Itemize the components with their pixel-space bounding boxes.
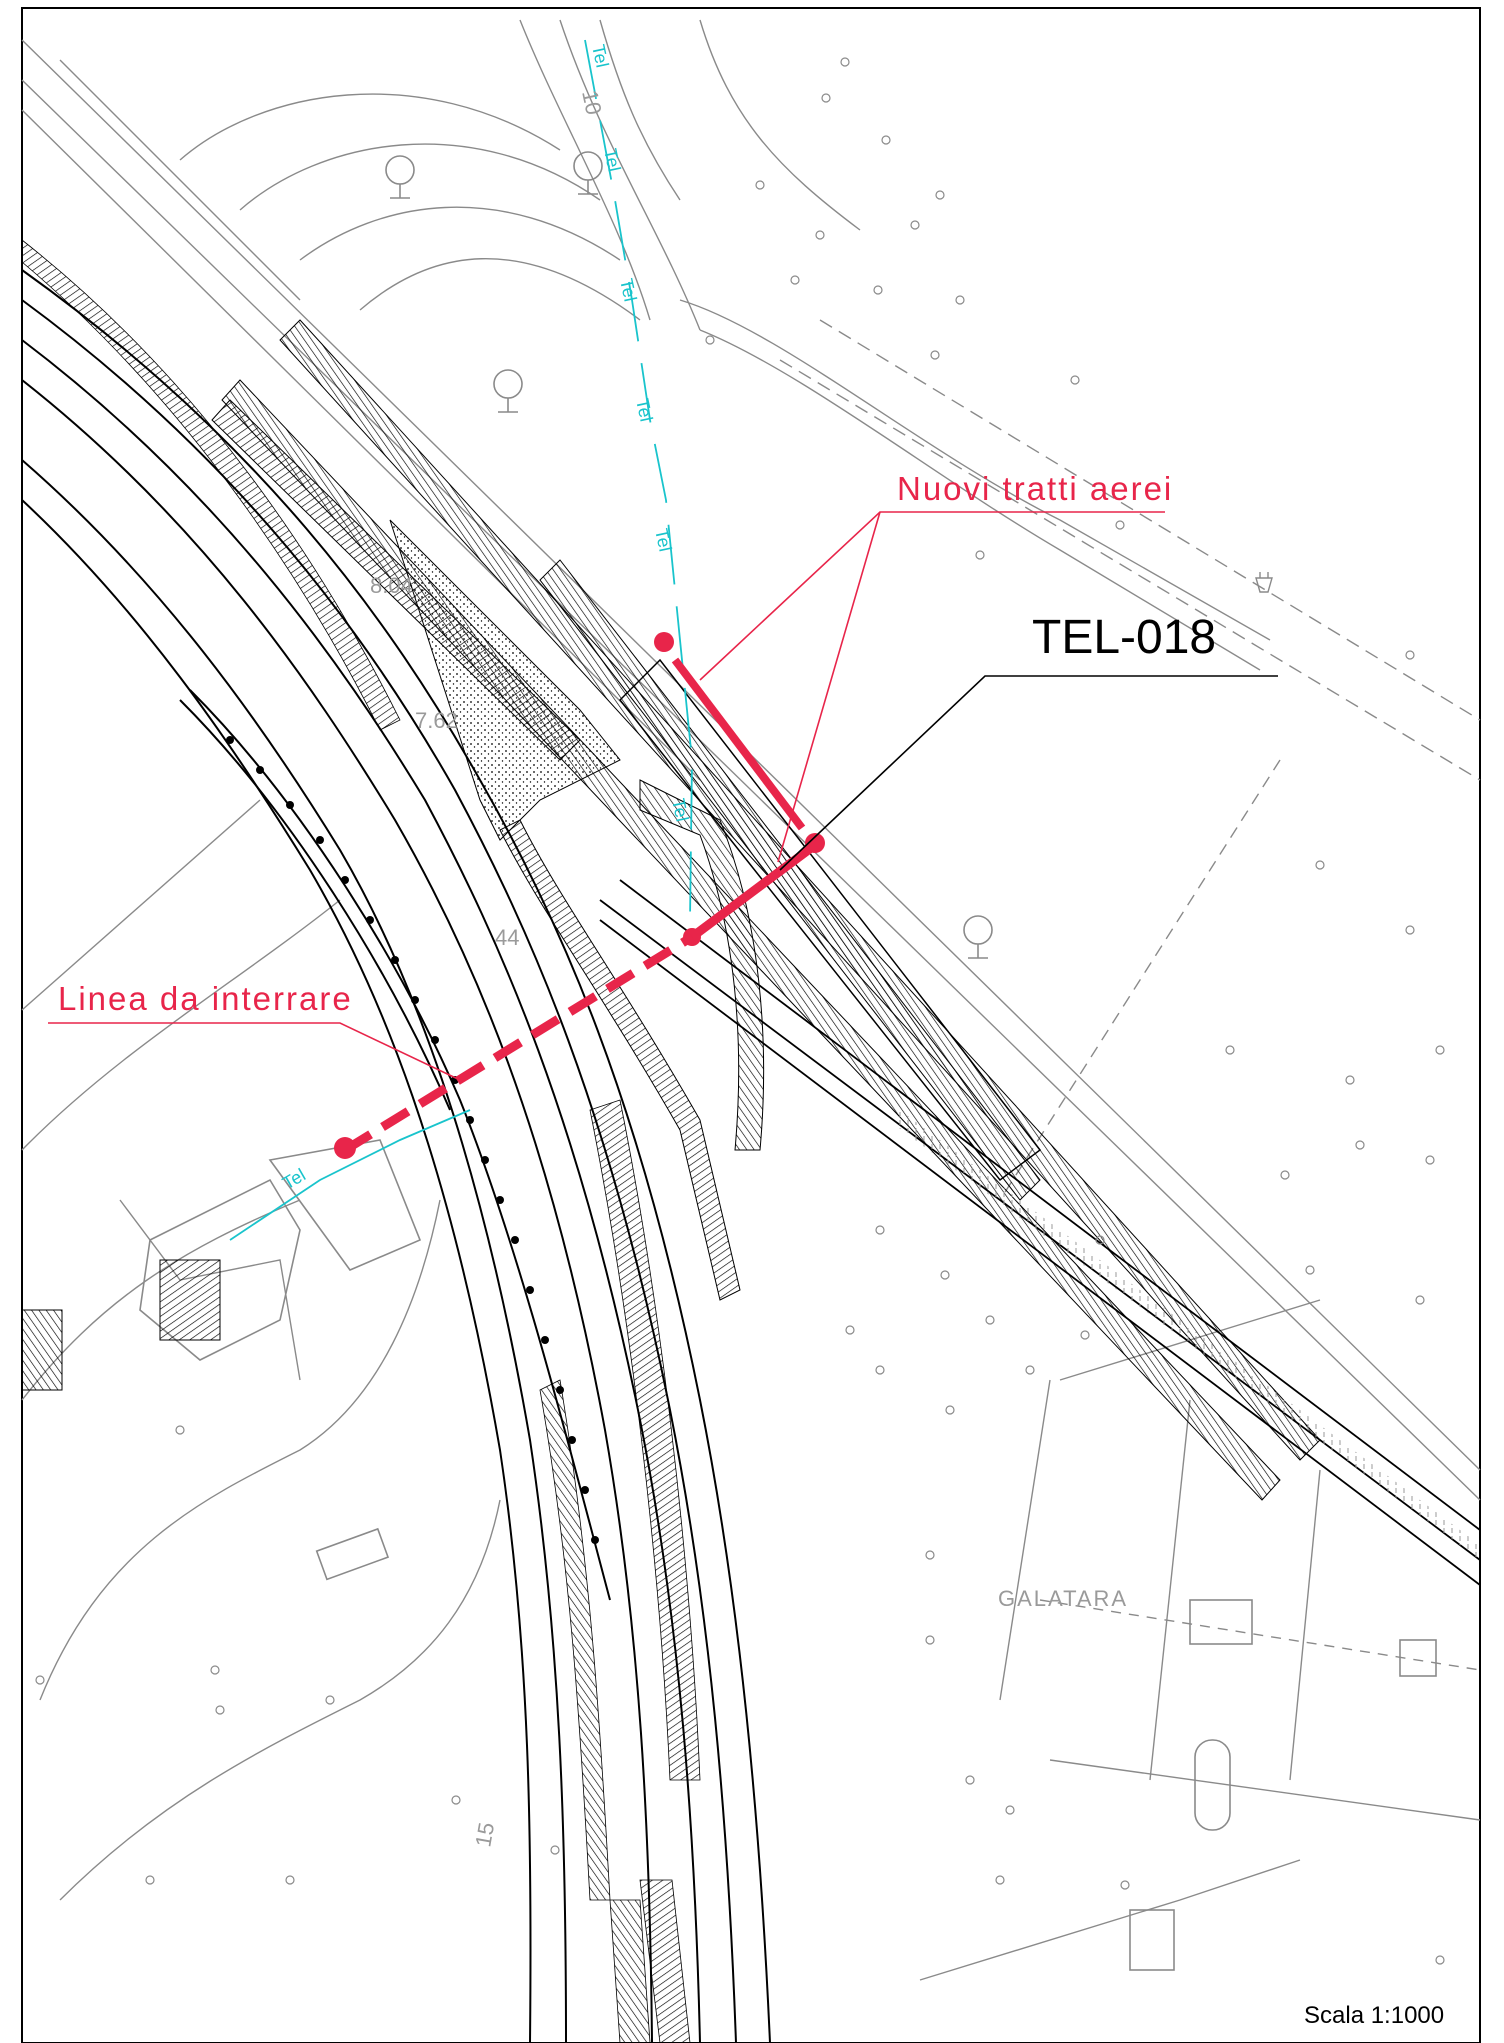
elevation-label-2: 7.62 — [415, 708, 458, 733]
label-tel-code: TEL-018 — [1032, 611, 1216, 664]
tel-label-5: Tel — [651, 527, 675, 554]
label-new-aerial: Nuovi tratti aerei — [897, 470, 1173, 507]
tel-label-2: Tel — [600, 147, 624, 174]
hatched-building-2 — [21, 1309, 63, 1391]
gravel-area — [389, 519, 621, 841]
guardrail-posts — [226, 736, 599, 1544]
tel-label-6: Tel — [668, 797, 692, 824]
tel-label-4: Tel — [632, 397, 656, 424]
underground-line — [334, 933, 695, 1159]
telecom-line — [229, 39, 693, 1241]
buildings — [139, 1139, 1437, 1971]
rail-ties — [895, 1110, 1480, 1560]
slope-hatch-bottom — [639, 1879, 691, 2043]
new-aerial-segments — [654, 632, 825, 946]
elevation-label-1: 8.04 — [370, 573, 413, 598]
map-frame — [21, 7, 1481, 2043]
label-underground: Linea da interrare — [58, 980, 353, 1017]
base-map-lines — [21, 19, 1481, 1981]
contour-label-15: 15 — [470, 1820, 499, 1848]
scale-label: Scala 1:1000 — [1304, 2002, 1444, 2029]
elevation-label-3: 44 — [495, 925, 519, 950]
utility-pole-symbol — [1255, 572, 1273, 593]
tel-label-7: Tel — [279, 1165, 309, 1194]
guardrail — [179, 689, 611, 1601]
point-markers — [35, 57, 1445, 1965]
tree-symbols — [385, 151, 993, 959]
slope-hatch-lower-2 — [539, 1379, 611, 1901]
tel-label-3: Tel — [616, 277, 640, 304]
tel-label-1: Tel — [588, 43, 612, 70]
slope-hatch-bottom-2 — [609, 1899, 651, 2043]
leader-lines — [48, 511, 1278, 1081]
hatched-building — [159, 1259, 221, 1341]
slope-hatch-lower — [589, 1099, 701, 1781]
slope-hatch-left — [21, 239, 401, 731]
contour-label-10: 10 — [577, 88, 607, 117]
place-label-galatara: GALATARA — [998, 1586, 1128, 1611]
